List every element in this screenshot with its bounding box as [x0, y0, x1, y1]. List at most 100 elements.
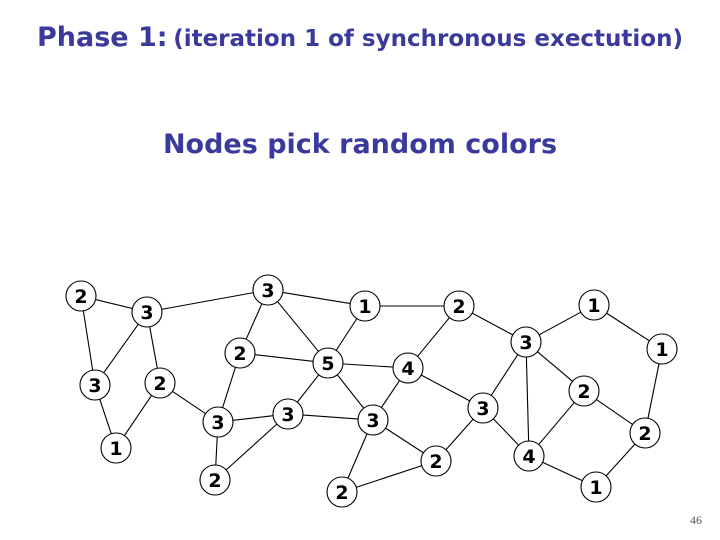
graph-edge: [541, 461, 584, 482]
graph-node[interactable]: 1: [349, 290, 381, 322]
graph-node[interactable]: 2: [629, 417, 661, 449]
graph-node-circle: [392, 352, 424, 384]
graph-node[interactable]: 3: [79, 369, 111, 401]
graph-node-label: 2: [153, 373, 166, 395]
graph-node-label: 1: [587, 295, 600, 317]
graph-edge: [420, 374, 471, 402]
graph-node[interactable]: 4: [513, 440, 545, 472]
graph-edge: [296, 373, 320, 404]
graph-node-label: 3: [519, 332, 532, 354]
graph-node-label: 3: [281, 404, 294, 426]
graph-node-label: 3: [366, 410, 379, 432]
graph-node-label: 2: [74, 286, 87, 308]
graph-node-label: 2: [208, 470, 221, 492]
graph-edge: [94, 298, 134, 310]
graph-node[interactable]: 3: [202, 406, 234, 438]
graph-edge: [490, 353, 519, 397]
page-subtitle: Nodes pick random colors: [162, 129, 558, 160]
page-title-parenthetical: (iteration 1 of synchronous exectution): [173, 26, 683, 52]
graph-node[interactable]: 3: [357, 404, 389, 436]
graph-node[interactable]: 1: [580, 471, 612, 503]
graph-node-circle: [357, 404, 389, 436]
graph-node[interactable]: 1: [100, 432, 132, 464]
graph-node[interactable]: 2: [420, 445, 452, 477]
graph-node-circle: [646, 333, 678, 365]
graph-node[interactable]: 2: [65, 280, 97, 312]
graph-node-label: 2: [335, 482, 348, 504]
graph-node-circle: [202, 406, 234, 438]
graph-node-circle: [79, 369, 111, 401]
graph-node-label: 2: [577, 381, 590, 403]
graph-edge: [384, 427, 425, 454]
graph-node-circle: [252, 274, 284, 306]
graph-node[interactable]: 4: [392, 352, 424, 384]
graph-node-layer: 2 3 3 2 1 3 2 3 2 1 5 3 3 2 2 4 2 3 3 4 1 1 2 2 1: [65, 274, 678, 508]
graph-edge: [471, 312, 514, 336]
graph-edge: [276, 300, 320, 353]
graph-node[interactable]: 2: [144, 367, 176, 399]
graph-node[interactable]: 5: [312, 347, 344, 379]
graph-node-circle: [326, 476, 358, 508]
graph-node-circle: [312, 347, 344, 379]
graph-edge: [253, 354, 315, 362]
graph-node[interactable]: 1: [578, 289, 610, 321]
graph-edge: [221, 366, 237, 409]
graph-node-circle: [578, 289, 610, 321]
graph-node-label: 3: [211, 412, 224, 434]
graph-node[interactable]: 2: [443, 290, 475, 322]
graph-node[interactable]: 2: [326, 476, 358, 508]
graph-node[interactable]: 3: [510, 326, 542, 358]
graph-node[interactable]: 2: [568, 375, 600, 407]
graph-edge: [536, 350, 574, 383]
graph-node-label: 4: [522, 446, 535, 468]
graph-node[interactable]: 3: [252, 274, 284, 306]
graph-node-circle: [144, 367, 176, 399]
graph-edge: [347, 432, 368, 480]
graph-node-circle: [100, 432, 132, 464]
graph-node[interactable]: 2: [224, 337, 256, 369]
graph-edge: [380, 379, 401, 409]
graph-edge: [492, 417, 520, 447]
graph-node-label: 4: [401, 358, 414, 380]
graph-node-circle: [420, 445, 452, 477]
graph-node-circle: [65, 280, 97, 312]
graph-node-label: 1: [589, 477, 602, 499]
graph-edge: [605, 312, 651, 342]
graph-node-circle: [629, 417, 661, 449]
graph-node[interactable]: 3: [467, 392, 499, 424]
graph-edge: [215, 435, 218, 467]
graph-edge: [281, 291, 352, 305]
graph-node-circle: [568, 375, 600, 407]
graph-edge: [245, 302, 263, 341]
graph-edge: [538, 311, 582, 336]
graph-edge: [525, 355, 530, 443]
graph-node-label: 1: [655, 339, 668, 361]
graph-node-label: 3: [476, 398, 489, 420]
graph-node-label: 1: [358, 296, 371, 318]
graph-node-circle: [224, 337, 256, 369]
graph-edge-layer: [82, 291, 660, 489]
graph-node[interactable]: 1: [646, 333, 678, 365]
graph-node-label: 2: [452, 296, 465, 318]
graph-node-circle: [467, 392, 499, 424]
graph-edge: [647, 362, 660, 420]
graph-edge: [444, 418, 475, 451]
graph-node-label: 3: [140, 302, 153, 324]
graph-edge: [341, 363, 395, 368]
graph-edge: [335, 317, 358, 352]
graph-node-circle: [199, 464, 231, 496]
graph-node-label: 3: [88, 375, 101, 397]
graph-node-circle: [513, 440, 545, 472]
graph-node-circle: [349, 290, 381, 322]
graph-edge: [102, 323, 140, 374]
graph-node-label: 1: [109, 438, 122, 460]
graph-node-circle: [443, 290, 475, 322]
graph-node-label: 2: [429, 451, 442, 473]
graph-node[interactable]: 3: [272, 398, 304, 430]
page-title: Phase 1: (iteration 1 of synchronous exe…: [0, 22, 720, 53]
graph-node[interactable]: 2: [199, 464, 231, 496]
graph-node[interactable]: 3: [131, 296, 163, 328]
